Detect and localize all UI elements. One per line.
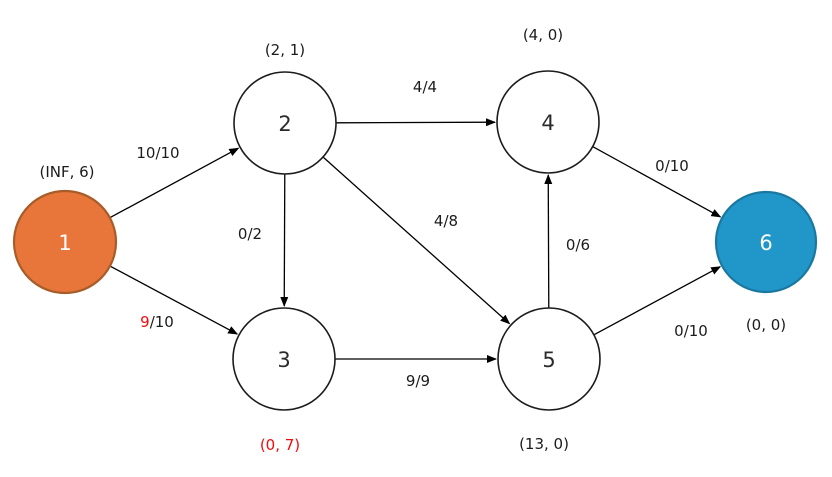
edge-4-6-line bbox=[592, 146, 722, 218]
edge-3-5-label: 9/9 bbox=[406, 372, 430, 390]
edge-2-4-line bbox=[335, 118, 497, 127]
edge-4-6-label: 0/10 bbox=[655, 157, 689, 175]
edge-2-3-label: 0/2 bbox=[238, 225, 262, 243]
node-4-label: 4 bbox=[541, 111, 554, 135]
node-5-circle bbox=[497, 307, 601, 411]
node-5-annotation: (13, 0) bbox=[519, 435, 569, 453]
edge-1-2-label: 10/10 bbox=[136, 144, 179, 162]
node-5-label: 5 bbox=[542, 348, 555, 372]
edge-2-3-line bbox=[280, 173, 289, 308]
edge-2-5-line bbox=[322, 156, 511, 325]
node-4-annotation: (4, 0) bbox=[523, 26, 563, 44]
node-1-annotation: (INF, 6) bbox=[39, 163, 94, 181]
node-2-label: 2 bbox=[278, 112, 291, 136]
node-2-circle bbox=[233, 71, 337, 175]
node-3-label: 3 bbox=[277, 348, 290, 372]
edge-5-4-label: 0/6 bbox=[566, 236, 590, 254]
edge-1-3-line bbox=[109, 265, 239, 335]
node-1-circle bbox=[12, 189, 118, 295]
node-3-annotation: (0, 7) bbox=[260, 436, 300, 454]
edge-5-6-label: 0/10 bbox=[674, 322, 708, 340]
node-2-annotation: (2, 1) bbox=[265, 41, 305, 59]
node-6-label: 6 bbox=[759, 231, 772, 255]
node-4-circle bbox=[496, 70, 600, 174]
node-6-circle bbox=[714, 190, 818, 294]
edge-2-5-label: 4/8 bbox=[434, 212, 458, 230]
edge-1-2-line bbox=[109, 147, 240, 219]
edge-2-4-label: 4/4 bbox=[413, 78, 437, 96]
node-6-annotation: (0, 0) bbox=[746, 316, 786, 334]
node-3-circle bbox=[232, 307, 336, 411]
edge-1-3-label: 9/10 bbox=[140, 313, 174, 331]
node-1-label: 1 bbox=[58, 231, 71, 255]
edge-5-4-line bbox=[544, 173, 553, 309]
edge-5-6-line bbox=[593, 266, 722, 336]
